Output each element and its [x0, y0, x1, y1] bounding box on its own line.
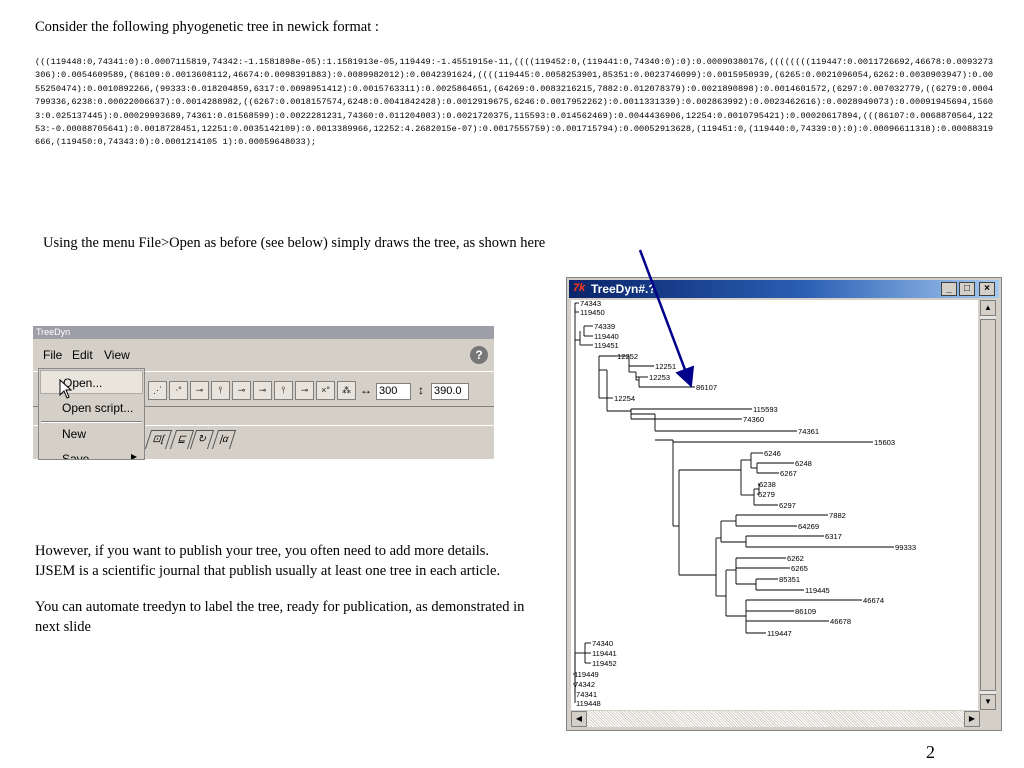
tree-leaf-label[interactable]: 85351	[779, 575, 800, 584]
tool-ladder-icon[interactable]: ⊸	[253, 381, 272, 400]
menu-item-new[interactable]: New	[62, 427, 87, 441]
menu-item-open-script[interactable]: Open script...	[62, 401, 134, 415]
ijsem-text: IJSEM is a scientific journal that publi…	[35, 563, 501, 579]
tree-window-titlebar: 7k TreeDyn#.? _ □ ×	[569, 280, 999, 298]
explanation-paragraph: However, if you want to publish your tre…	[35, 541, 535, 637]
tree-leaf-label[interactable]: 74339	[594, 322, 615, 331]
tool-root-icon[interactable]: ⫯	[211, 381, 230, 400]
automate-text: You can automate treedyn to label the tr…	[35, 599, 525, 635]
menu-edit[interactable]: Edit	[72, 348, 93, 362]
tree-leaf-label[interactable]: 6317	[825, 532, 842, 541]
tree-leaf-label[interactable]: 6248	[795, 459, 812, 468]
tool-reroot-icon[interactable]: ⁂	[337, 381, 356, 400]
tree-leaf-label[interactable]: 6238	[759, 480, 776, 489]
instruction-text: Using the menu File>Open as before (see …	[43, 235, 546, 251]
close-button[interactable]: ×	[979, 282, 995, 296]
scroll-up-icon[interactable]: ▲	[980, 300, 996, 316]
tool-expand-icon[interactable]: ⊸	[295, 381, 314, 400]
tree-leaf-label[interactable]: 119452	[592, 659, 617, 668]
tab-3[interactable]: ↻	[189, 430, 215, 449]
maximize-button[interactable]: □	[959, 282, 975, 296]
scroll-left-icon[interactable]: ◀	[571, 711, 587, 727]
tree-leaf-label[interactable]: 46674	[863, 596, 884, 605]
tree-leaf-label[interactable]: 119450	[580, 308, 605, 317]
treedyn-small-window: TreeDyn File Edit View ? ⋰ ⋅° ⊸ ⫯ ⊸ ⊸ ⫯ …	[33, 326, 494, 459]
menu-bar: File Edit View ?	[33, 339, 494, 369]
menu-separator	[41, 421, 142, 423]
tree-leaf-label[interactable]: 74360	[743, 415, 764, 424]
tree-leaf-label[interactable]: 46678	[830, 617, 851, 626]
tree-leaf-label[interactable]: 119448	[576, 699, 601, 708]
tree-leaf-label[interactable]: 12253	[649, 373, 670, 382]
tree-leaf-label[interactable]: 119445	[805, 586, 830, 595]
tree-leaf-label[interactable]: 7882	[829, 511, 846, 520]
tree-leaf-label[interactable]: 119447	[767, 629, 792, 638]
tool-rectangular-icon[interactable]: ⋰	[148, 381, 167, 400]
intro-text: Consider the following phyogenetic tree …	[35, 19, 379, 35]
vertical-scrollbar[interactable]: ▲ ▼	[980, 300, 996, 710]
horizontal-scrollbar[interactable]: ◀ ▶	[571, 711, 980, 727]
height-field[interactable]: 390.0	[431, 383, 469, 400]
tree-leaf-label[interactable]: 119440	[594, 332, 619, 341]
file-menu-dropdown: Open... Open script... New Save	[38, 368, 145, 460]
tool-collapse-icon[interactable]: ⫯	[274, 381, 293, 400]
help-icon[interactable]: ?	[470, 346, 488, 364]
tree-leaf-label[interactable]: 74361	[798, 427, 819, 436]
tool-node-icon[interactable]: ⋅°	[169, 381, 188, 400]
tree-leaf-label[interactable]: 12254	[614, 394, 635, 403]
tree-leaf-label[interactable]: 74340	[592, 639, 613, 648]
treedyn-logo-icon: 7k	[573, 282, 586, 294]
height-arrow-icon: ↕	[418, 383, 424, 397]
newick-string: (((119448:0,74341:0):0.0007115819,74342:…	[35, 57, 994, 148]
tree-leaf-label[interactable]: 6297	[779, 501, 796, 510]
tree-leaf-label[interactable]: 119451	[594, 341, 619, 350]
tree-leaf-label[interactable]: 74341	[576, 690, 597, 699]
tree-leaf-label[interactable]: 12252	[617, 352, 638, 361]
scroll-down-icon[interactable]: ▼	[980, 694, 996, 710]
tree-leaf-label[interactable]: 86107	[696, 383, 717, 392]
tree-leaf-label[interactable]: 15603	[874, 438, 895, 447]
tree-leaf-label[interactable]: 6265	[791, 564, 808, 573]
tree-leaf-label[interactable]: 6246	[764, 449, 781, 458]
width-field[interactable]: 300	[376, 383, 411, 400]
minimize-button[interactable]: _	[941, 282, 957, 296]
publish-text: However, if you want to publish your tre…	[35, 543, 490, 559]
tree-leaf-label[interactable]: 64269	[798, 522, 819, 531]
tree-leaf-label[interactable]: 119449	[574, 670, 599, 679]
tree-leaf-label[interactable]: 6267	[780, 469, 797, 478]
tree-leaf-label[interactable]: 6262	[787, 554, 804, 563]
scroll-right-icon[interactable]: ▶	[964, 711, 980, 727]
tree-leaf-label[interactable]: 12251	[655, 362, 676, 371]
tree-leaf-label[interactable]: 6279	[758, 490, 775, 499]
submenu-arrow-icon	[131, 454, 137, 459]
menu-file[interactable]: File	[43, 348, 63, 362]
mouse-cursor-icon	[59, 379, 73, 399]
tree-window-title: TreeDyn#.?	[591, 282, 656, 296]
tree-leaf-label[interactable]: 74342	[574, 680, 595, 689]
tool-swap-icon[interactable]: ⊸	[232, 381, 251, 400]
width-arrow-icon: ↔	[360, 383, 372, 397]
menu-item-save[interactable]: Save	[62, 452, 90, 460]
vertical-scroll-thumb[interactable]	[980, 319, 996, 691]
tree-leaf-label[interactable]: 86109	[795, 607, 816, 616]
tree-leaf-label[interactable]: 74343	[580, 300, 601, 308]
small-window-title: TreeDyn	[33, 326, 494, 339]
tree-leaf-label[interactable]: 115593	[753, 405, 778, 414]
menu-item-open[interactable]: Open...	[40, 370, 143, 394]
horizontal-scroll-track[interactable]	[587, 711, 964, 727]
menu-view[interactable]: View	[104, 348, 130, 362]
tree-leaf-label[interactable]: 99333	[895, 543, 916, 552]
tab-1[interactable]: ⊡[	[144, 430, 173, 449]
tree-leaf-label[interactable]: 119441	[592, 649, 617, 658]
tab-4[interactable]: |α	[211, 430, 237, 449]
tool-delete-icon[interactable]: ×°	[316, 381, 335, 400]
page-number: 2	[926, 742, 935, 762]
tool-leaf-icon[interactable]: ⊸	[190, 381, 209, 400]
